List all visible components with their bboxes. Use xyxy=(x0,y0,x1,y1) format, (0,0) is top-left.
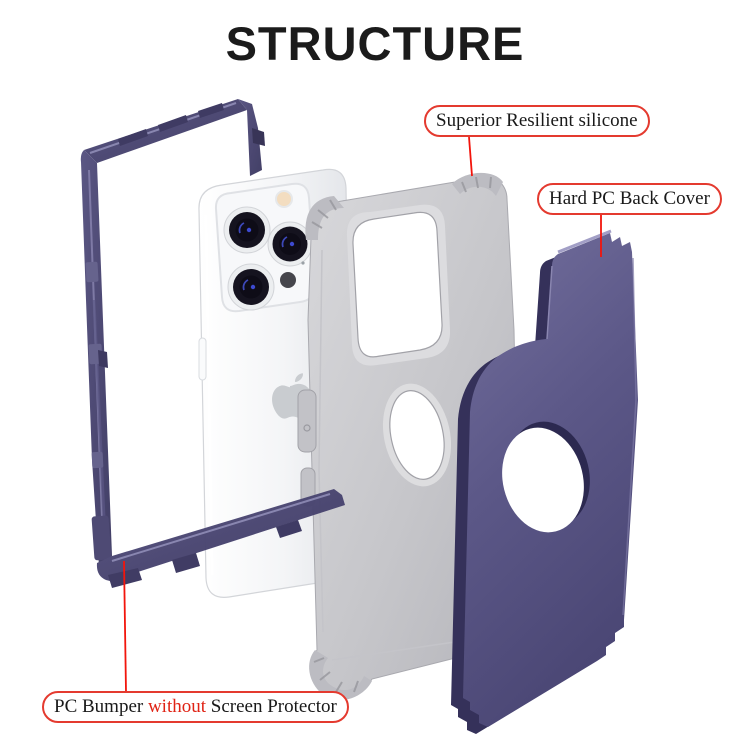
label-silicone-text: Superior Resilient silicone xyxy=(436,110,638,131)
bumper-frame-graphic xyxy=(80,99,345,588)
phone-side-pill xyxy=(198,337,207,381)
label-bumper-prefix: PC Bumper xyxy=(54,696,148,717)
back-cover-logo-hole xyxy=(502,421,590,533)
label-hard-pc-back-cover: Hard PC Back Cover xyxy=(537,183,722,215)
label-bumper-suffix: Screen Protector xyxy=(206,696,337,717)
camera-cutout xyxy=(352,211,443,358)
lidar-sensor-icon xyxy=(280,272,296,288)
back-cover-graphic xyxy=(451,229,638,734)
case-side-button xyxy=(297,389,317,453)
label-backcover-text: Hard PC Back Cover xyxy=(549,188,710,209)
flash-icon xyxy=(275,190,293,208)
callout-lines xyxy=(123,136,602,693)
callout-line-silicone xyxy=(468,136,473,177)
label-pc-bumper: PC Bumper without Screen Protector xyxy=(42,691,349,723)
silicone-logo-hole xyxy=(382,383,452,487)
camera-module-graphic xyxy=(214,182,317,313)
callout-line-bumper xyxy=(123,560,127,693)
label-bumper-highlight: without xyxy=(147,696,207,717)
label-superior-resilient-silicone: Superior Resilient silicone xyxy=(424,105,650,137)
page-title: STRUCTURE xyxy=(225,17,525,70)
